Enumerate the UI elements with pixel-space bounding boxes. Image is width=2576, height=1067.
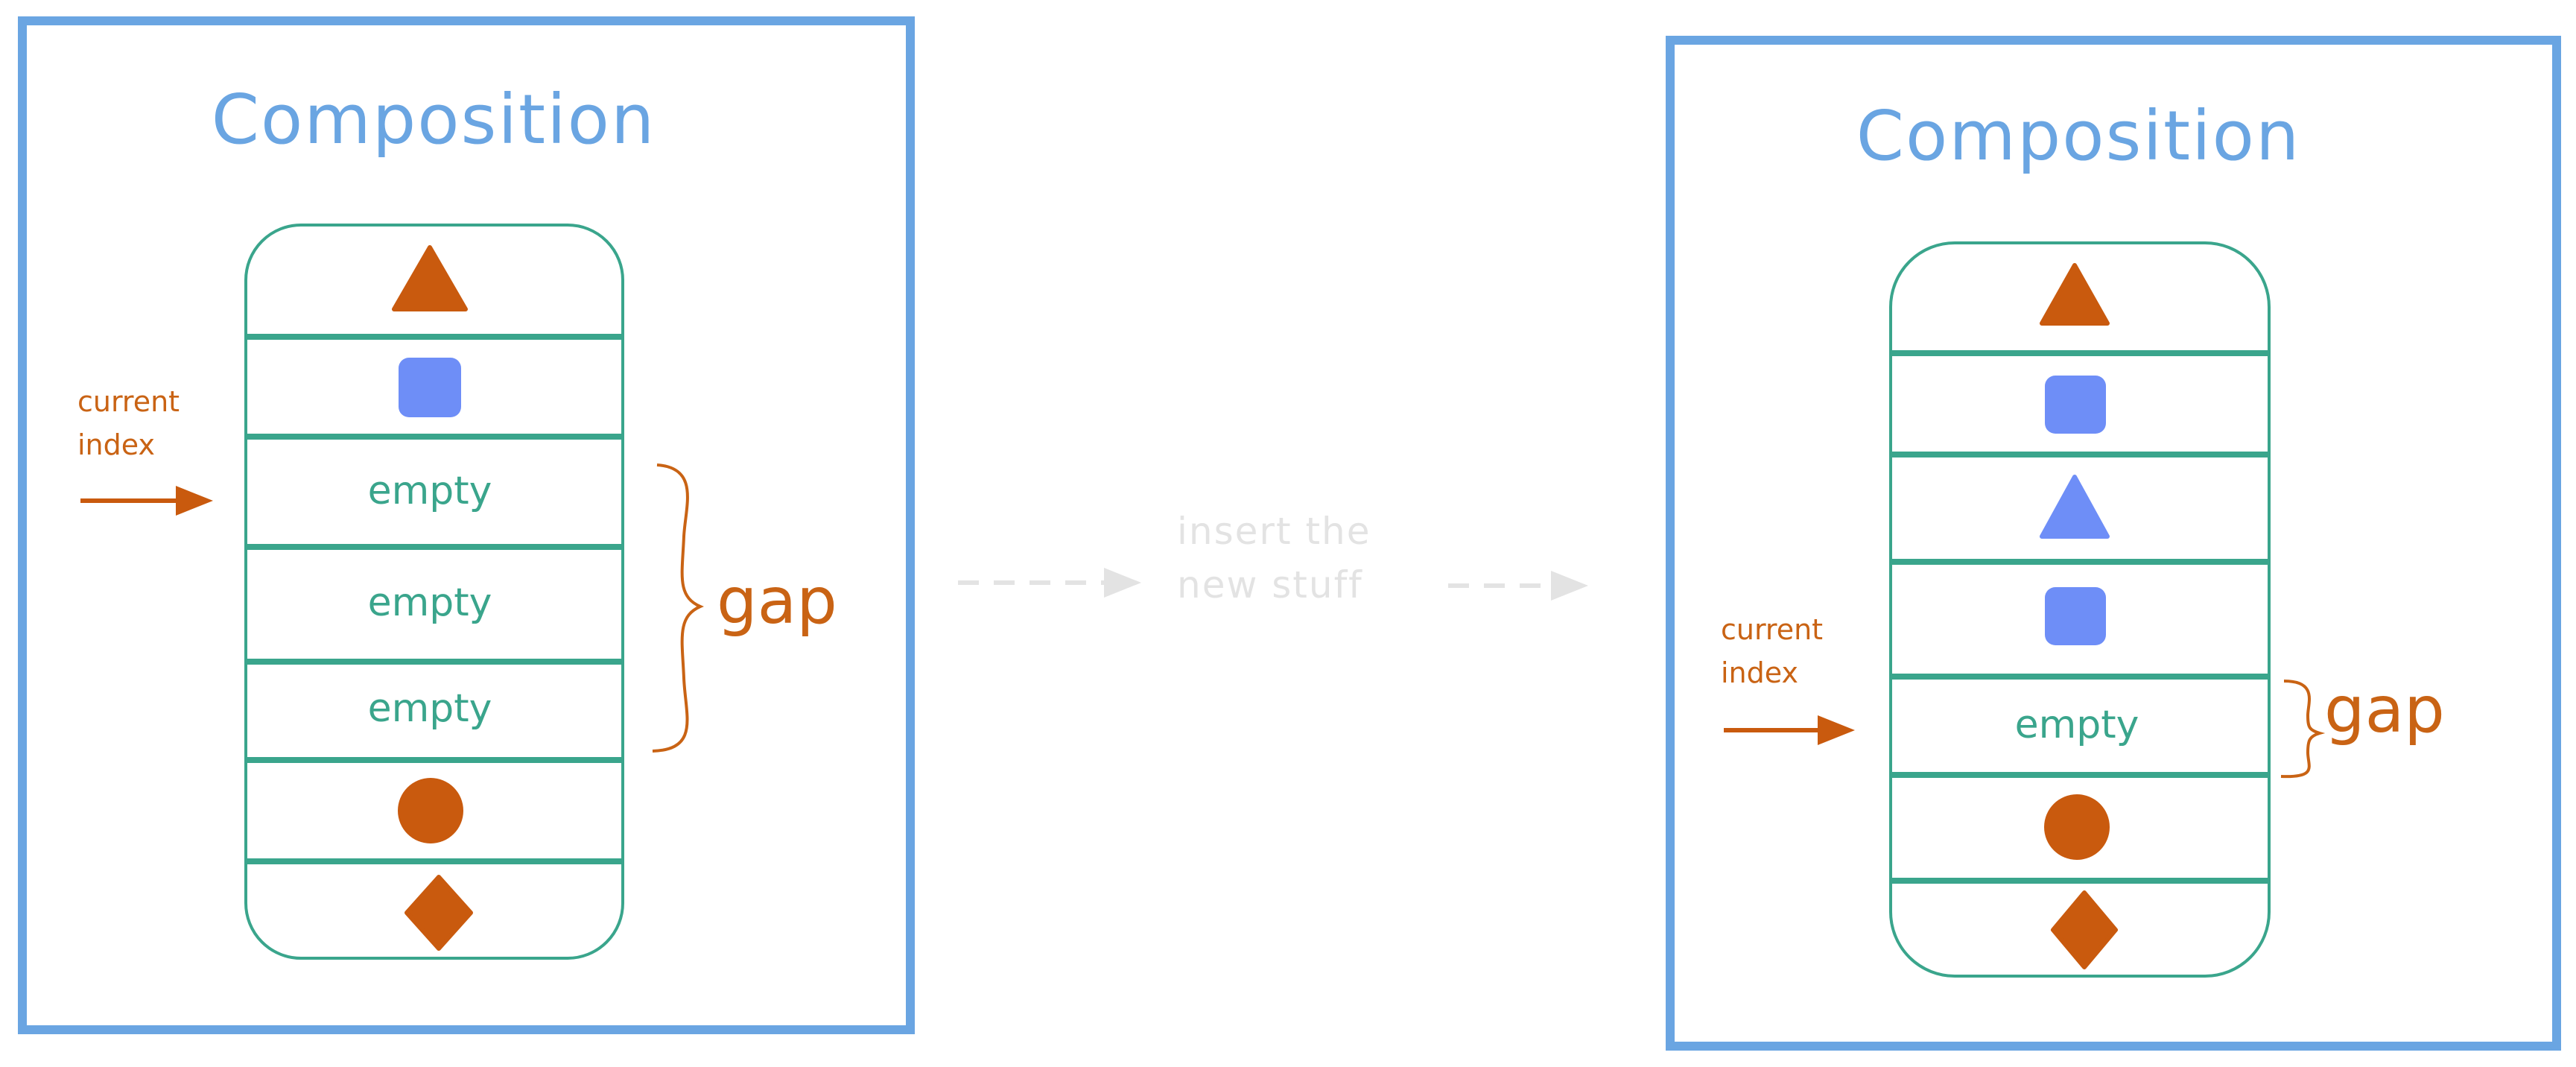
right-slot-square-shape [2045,376,2106,434]
right-frame [1666,36,2561,1051]
left-slot-empty-label: empty [368,580,492,625]
right-title: Composition [1856,96,2301,176]
left-gap-label: gap [717,564,837,639]
left-panel: Composition empty empty empty current in… [18,16,915,1034]
right-slot-square-shape [2045,587,2106,645]
left-slot-empty-label: empty [368,469,492,513]
transition-label: new stuff [1177,563,1363,607]
right-slot-triangle-shape [2040,263,2110,326]
transition-arrowhead-left [1104,568,1141,598]
left-stack: empty empty empty [244,224,624,960]
right-panel: Composition empty current index gap [1666,36,2561,1051]
left-slot-diamond-shape [405,875,473,951]
left-frame [18,16,915,1034]
right-stack: empty [1889,241,2271,978]
right-current-index-arrow [1724,715,1855,745]
right-gap-brace [2280,680,2326,779]
right-stack-outline [1889,241,2271,978]
right-current-index-label: current [1721,613,1823,646]
left-gap-brace [652,463,704,753]
right-slot-diamond-shape [2051,890,2118,969]
left-current-index-label: current [77,385,180,418]
left-slot-circle-shape [398,778,463,843]
transition-arrowhead-right [1551,571,1588,601]
right-slot-circle-shape [2044,794,2110,860]
left-slot-triangle-shape [392,245,468,311]
right-current-index-label: index [1721,656,1798,689]
right-gap-label: gap [2324,673,2445,747]
left-current-index-arrow [80,486,213,516]
left-slot-square-shape [399,358,461,417]
right-slot-triangle-blue-shape [2040,475,2110,539]
left-current-index-label: index [77,428,155,461]
transition-label: insert the [1177,510,1371,553]
right-slot-empty-label: empty [2015,703,2139,747]
left-stack-outline [244,224,624,960]
left-title: Composition [212,80,656,159]
left-slot-empty-label: empty [368,686,492,731]
transition: insert the new stuff [958,510,1588,607]
